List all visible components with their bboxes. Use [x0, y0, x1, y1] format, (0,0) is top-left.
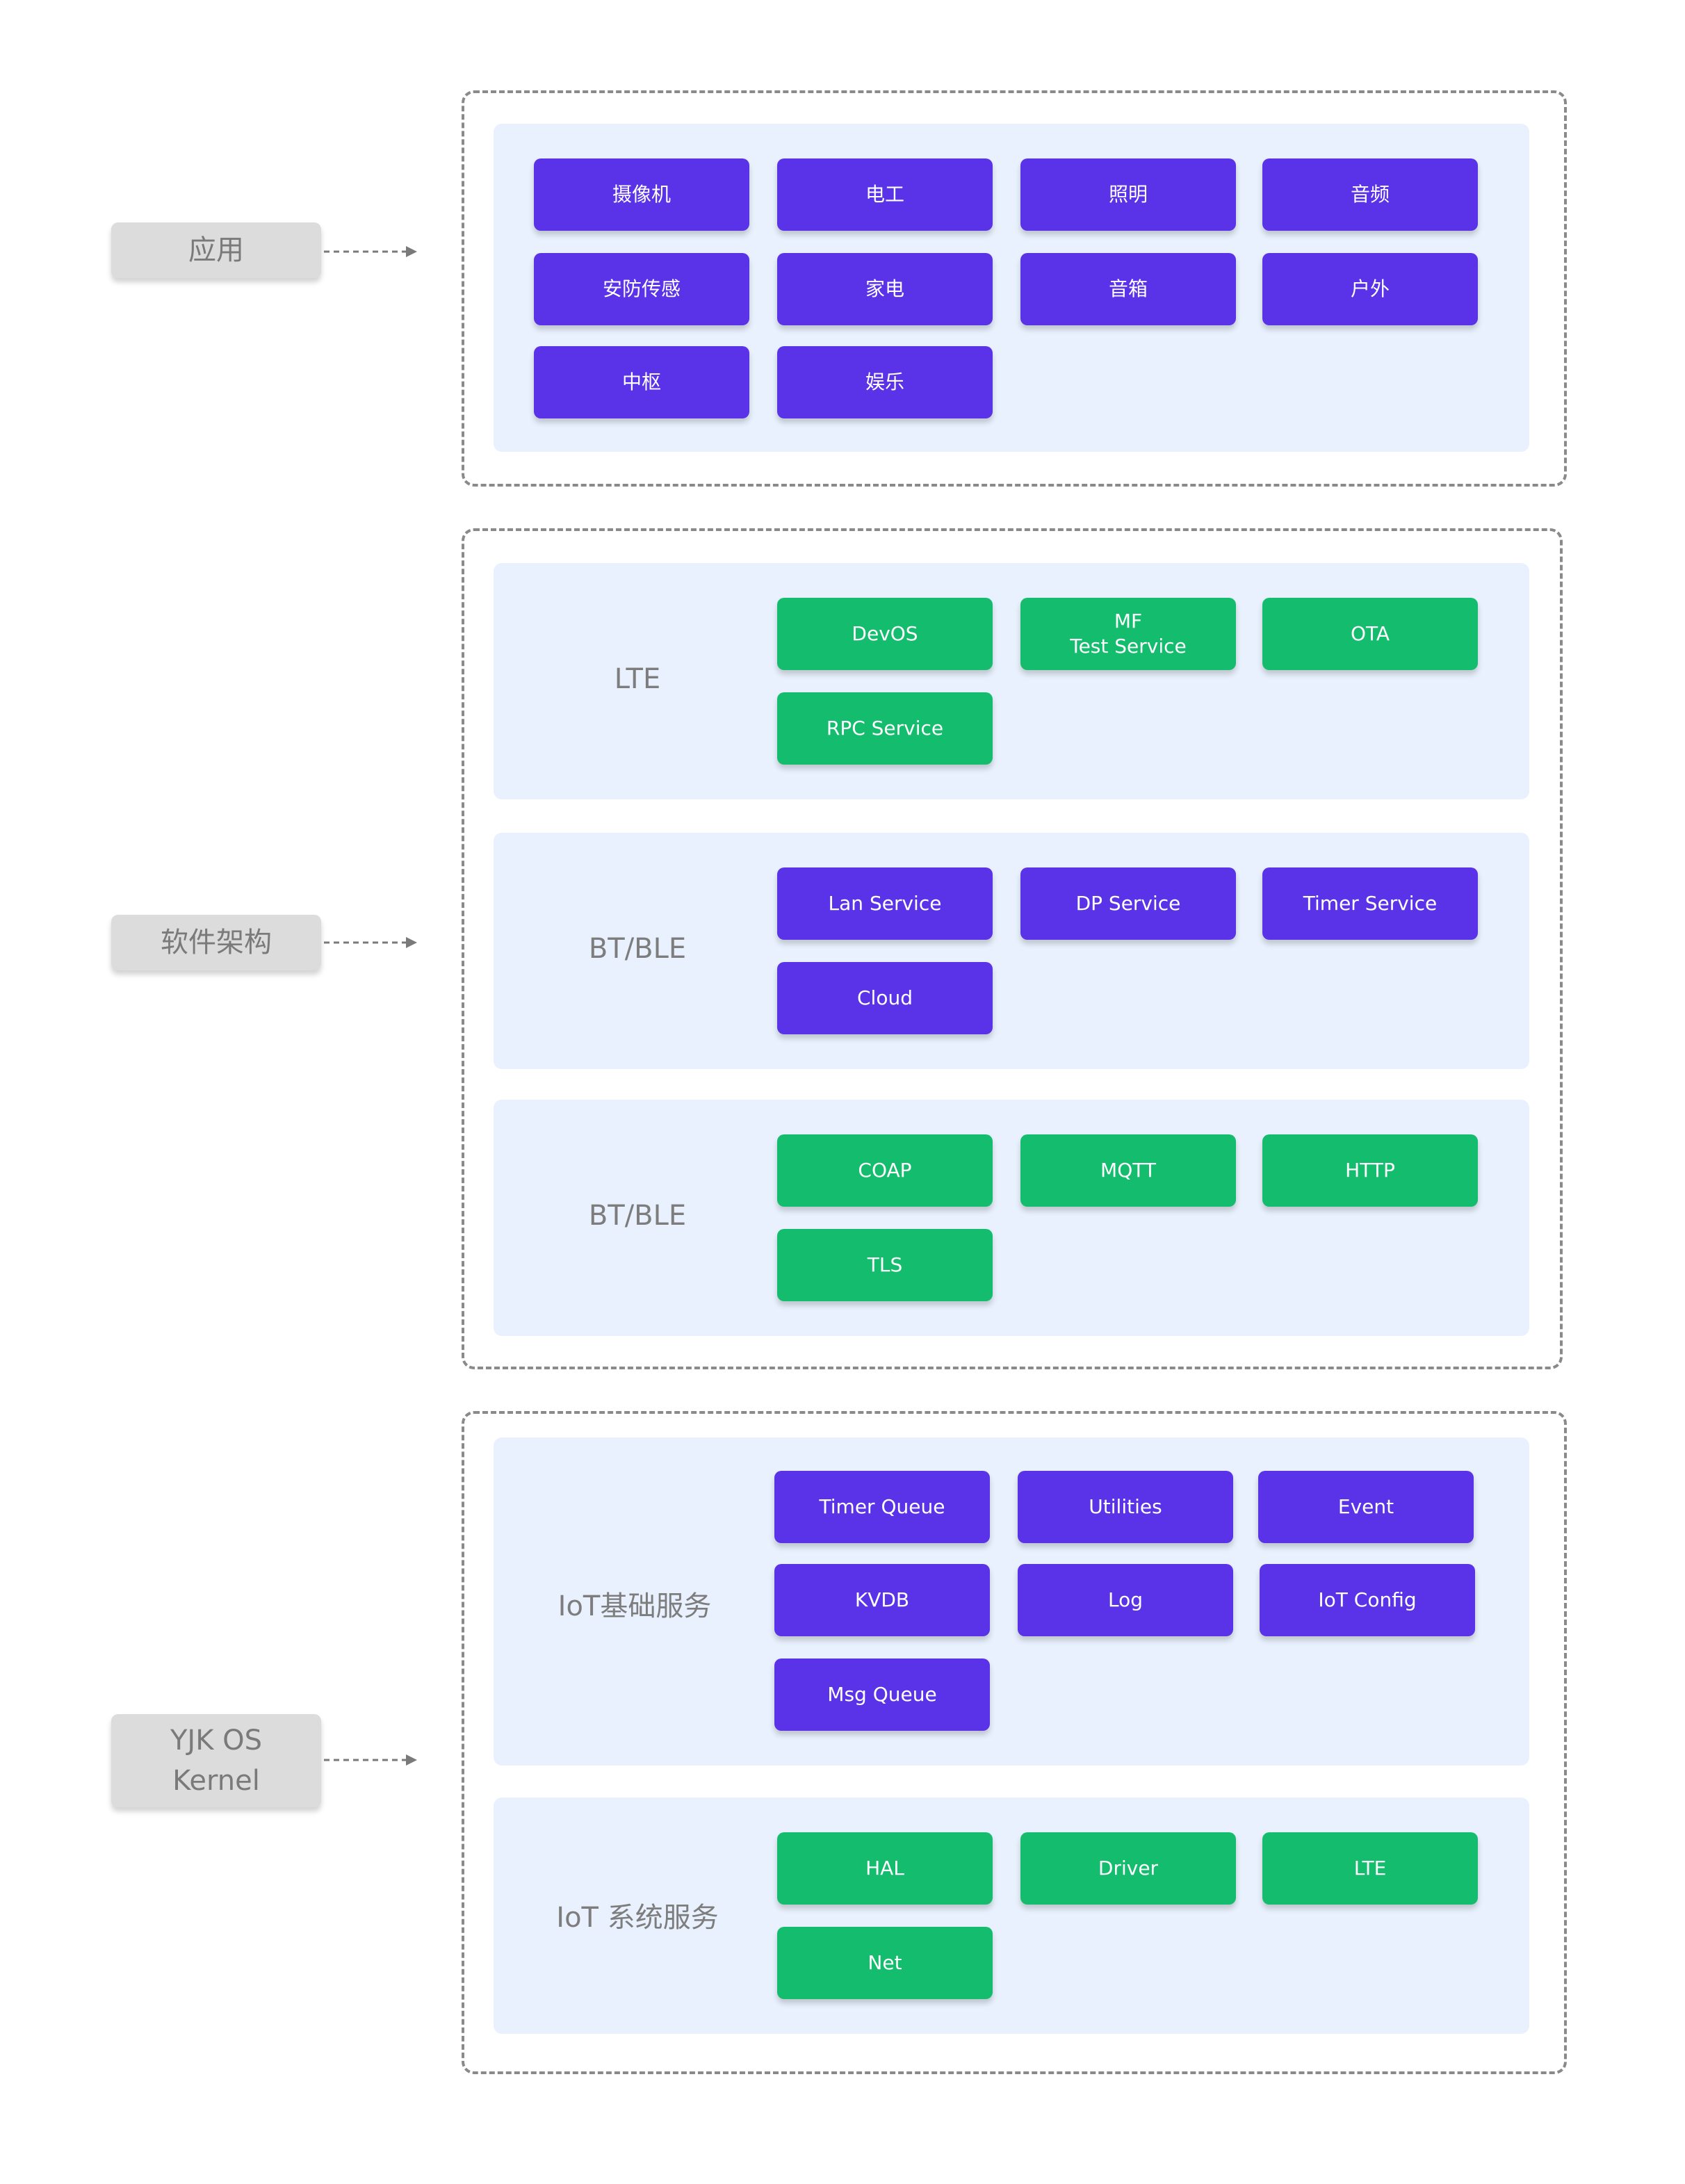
kernel-item[interactable]: Msg Queue [774, 1659, 990, 1731]
kernel-item[interactable]: Driver [1020, 1832, 1236, 1905]
app-item[interactable]: 娱乐 [777, 346, 993, 418]
app-item[interactable]: 家电 [777, 253, 993, 325]
layer-label-software: 软件架构 [111, 915, 321, 970]
kernel-layer-container [462, 1411, 1567, 2074]
kernel-item[interactable]: HAL [777, 1832, 993, 1905]
panel-label: BT/BLE [588, 1200, 687, 1232]
panel-label: IoT基础服务 [557, 1590, 712, 1622]
service-item[interactable]: RPC Service [777, 692, 993, 765]
panel-label: IoT 系统服务 [556, 1902, 719, 1934]
app-item[interactable]: 照明 [1020, 158, 1236, 231]
panel-label: BT/BLE [588, 933, 687, 965]
service-item[interactable]: Lan Service [777, 867, 993, 940]
app-item[interactable]: 中枢 [534, 346, 749, 418]
app-item[interactable]: 安防传感 [534, 253, 749, 325]
protocol-item[interactable]: HTTP [1262, 1134, 1478, 1207]
kernel-item[interactable]: LTE [1262, 1832, 1478, 1905]
kernel-item[interactable]: Event [1258, 1471, 1474, 1543]
app-item[interactable]: 音箱 [1020, 253, 1236, 325]
arrow-right-icon [324, 246, 417, 257]
kernel-item[interactable]: Log [1018, 1564, 1233, 1636]
arrow-right-icon [324, 1754, 417, 1766]
kernel-item[interactable]: KVDB [774, 1564, 990, 1636]
app-item[interactable]: 电工 [777, 158, 993, 231]
layer-label-kernel: YJK OS Kernel [111, 1714, 321, 1807]
arrow-right-icon [324, 937, 417, 948]
service-item[interactable]: DevOS [777, 598, 993, 670]
software-layer-container [462, 528, 1563, 1369]
app-item[interactable]: 摄像机 [534, 158, 749, 231]
protocol-item[interactable]: MQTT [1020, 1134, 1236, 1207]
kernel-item[interactable]: Utilities [1018, 1471, 1233, 1543]
layer-label-app: 应用 [111, 222, 321, 278]
app-item[interactable]: 音频 [1262, 158, 1478, 231]
service-item[interactable]: Timer Service [1262, 867, 1478, 940]
protocol-item[interactable]: TLS [777, 1229, 993, 1301]
kernel-item[interactable]: Timer Queue [774, 1471, 990, 1543]
app-layer-container [462, 90, 1567, 487]
protocol-item[interactable]: COAP [777, 1134, 993, 1207]
kernel-item[interactable]: Net [777, 1927, 993, 1999]
panel-label: LTE [614, 663, 661, 695]
service-item[interactable]: DP Service [1020, 867, 1236, 940]
app-item[interactable]: 户外 [1262, 253, 1478, 325]
service-item[interactable]: MF Test Service [1020, 598, 1236, 670]
kernel-item[interactable]: IoT Config [1260, 1564, 1475, 1636]
service-item[interactable]: OTA [1262, 598, 1478, 670]
service-item[interactable]: Cloud [777, 962, 993, 1034]
